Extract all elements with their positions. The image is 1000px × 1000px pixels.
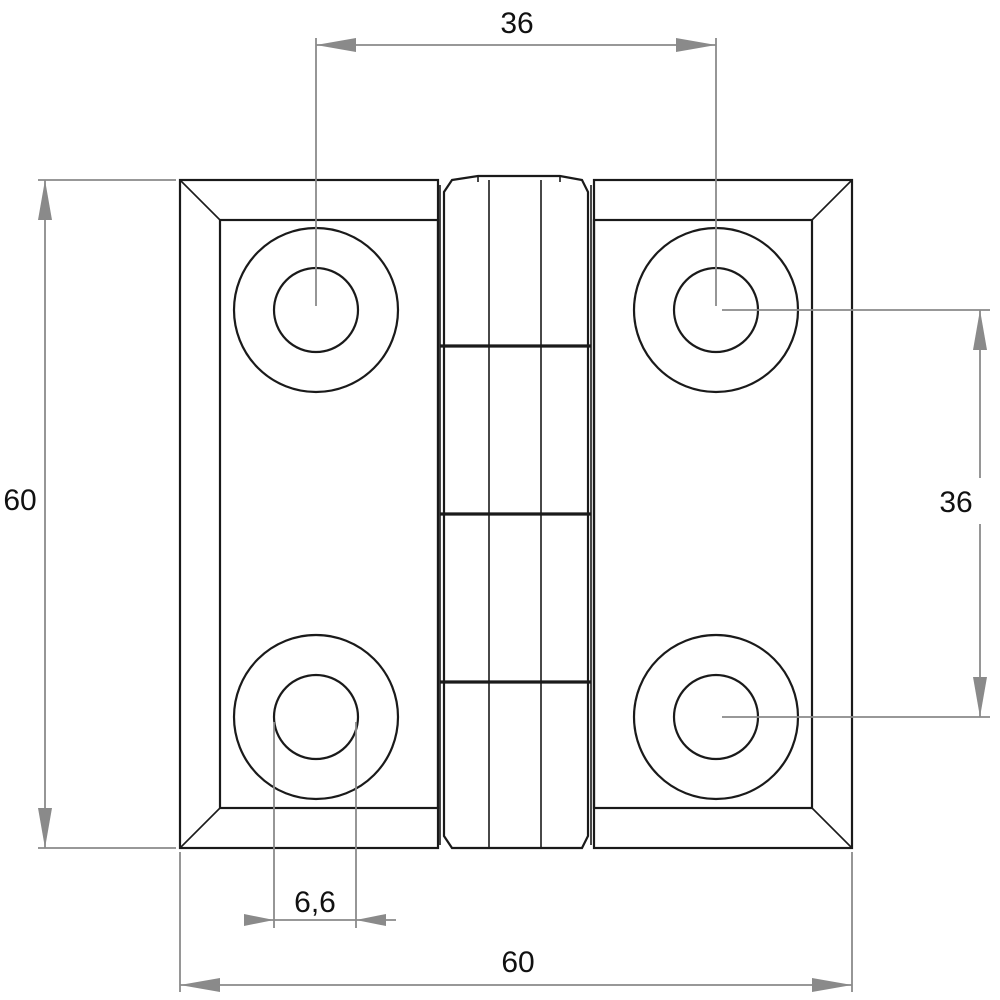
left-leaf-outer-edge (178, 178, 440, 850)
barrel-outline (442, 174, 590, 850)
dimension-value: 60 (3, 484, 36, 517)
arrowhead (676, 38, 716, 52)
mounting-hole-bottom-left (232, 633, 400, 801)
right-leaf-bevel-corner (811, 807, 853, 849)
arrowhead (356, 914, 386, 926)
dimension-value: 36 (500, 7, 533, 40)
dimension-value: 60 (501, 946, 534, 979)
arrowhead (38, 180, 52, 220)
countersink-circle (232, 633, 400, 801)
hinge-barrel (439, 174, 592, 850)
arrowhead (180, 978, 220, 992)
through-hole-circle (272, 673, 360, 761)
right-leaf (592, 178, 854, 850)
left-leaf-bevel-corner (179, 807, 221, 849)
arrowhead (316, 38, 356, 52)
dimension-top-hole-spacing: 36 (315, 7, 717, 306)
dimension-hole-diameter: 6,6 (244, 722, 396, 928)
dimension-value: 6,6 (294, 886, 336, 919)
left-leaf (178, 178, 440, 850)
dimension-overall-width: 60 (179, 852, 853, 992)
dimension-value: 36 (939, 486, 972, 519)
right-leaf-outer-edge (592, 178, 854, 850)
right-leaf-chamfer-edge (592, 218, 814, 810)
arrowhead (812, 978, 852, 992)
arrowhead (244, 914, 274, 926)
left-leaf-bevel-corner (179, 179, 221, 221)
dimension-overall-height: 60 (3, 179, 176, 849)
dimension-right-hole-spacing: 36 (722, 309, 990, 718)
right-leaf-bevel-corner (811, 179, 853, 221)
arrowhead (973, 677, 987, 717)
arrowhead (973, 310, 987, 350)
left-leaf-chamfer-edge (218, 218, 440, 810)
arrowhead (38, 808, 52, 848)
